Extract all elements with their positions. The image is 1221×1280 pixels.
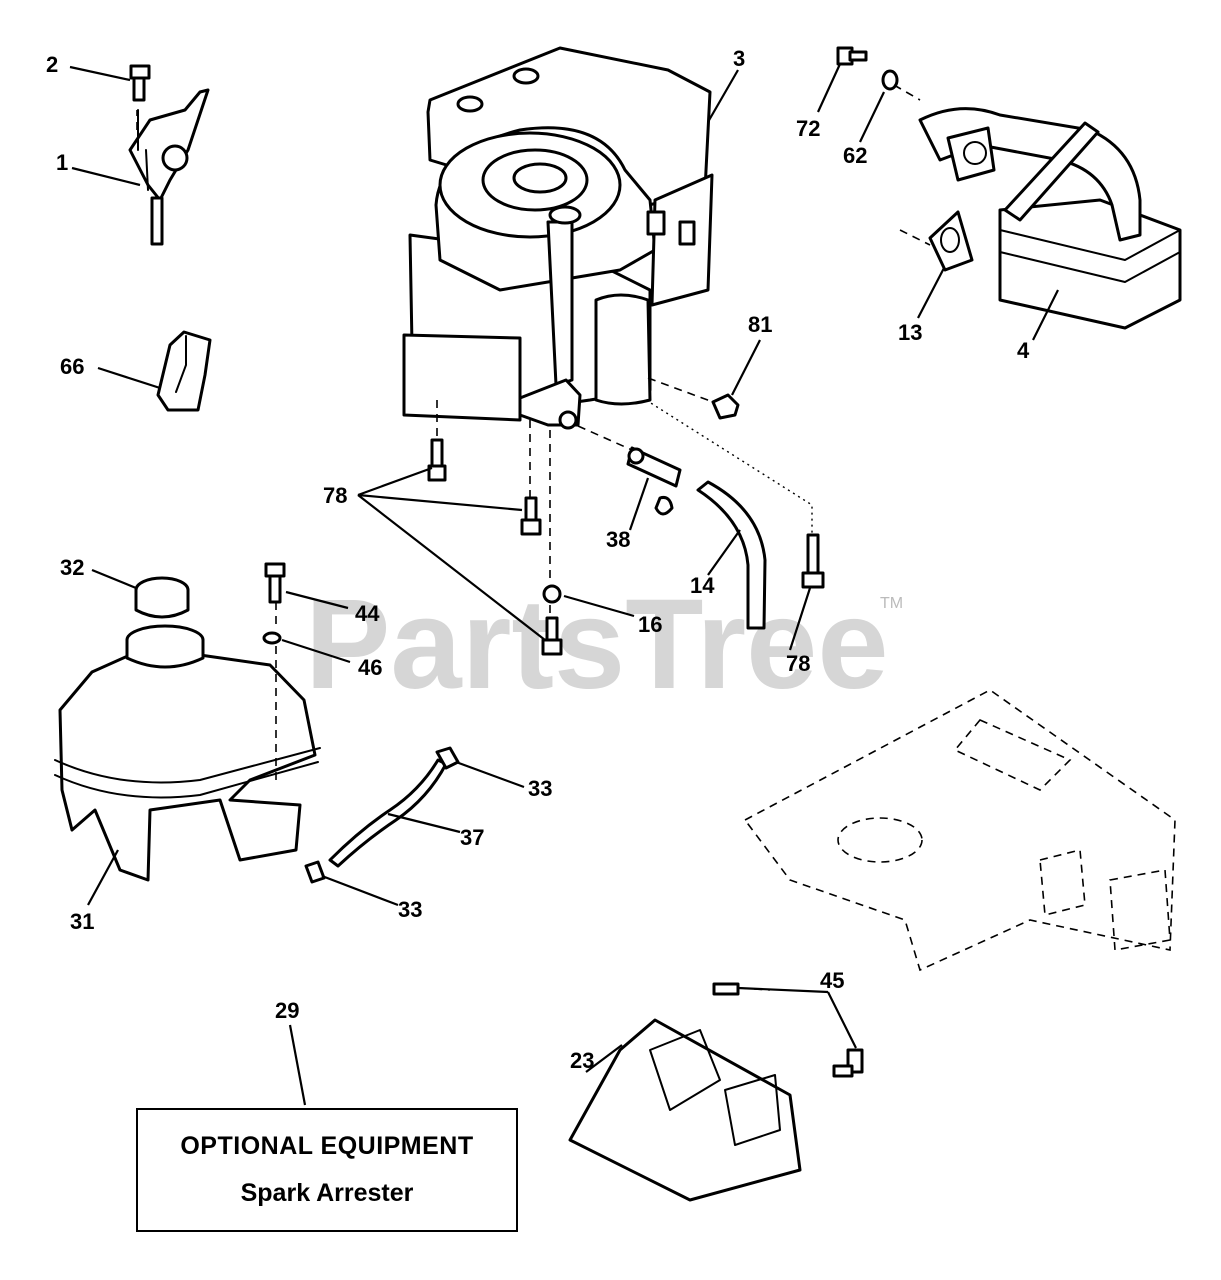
exhaust-gasket-icon[interactable]	[928, 210, 974, 272]
callout-78-group: 78	[323, 483, 347, 508]
watermark-tm: TM	[880, 595, 903, 612]
throttle-control-icon[interactable]	[128, 64, 210, 246]
fuel-filter-icon[interactable]	[626, 446, 682, 516]
callout-31: 31	[70, 909, 94, 934]
flat-washer-icon[interactable]	[262, 631, 282, 645]
engine-icon[interactable]	[402, 46, 714, 430]
callout-32: 32	[60, 555, 84, 580]
callout-2: 2	[46, 52, 58, 77]
bolt-icon[interactable]	[836, 46, 868, 66]
frame-plate-icon	[743, 689, 1176, 972]
optional-equipment-title: OPTIONAL EQUIPMENT	[180, 1132, 474, 1160]
callout-33-lower: 33	[398, 897, 422, 922]
callout-29: 29	[275, 998, 299, 1023]
watermark-text: PartsTree	[305, 573, 889, 716]
callout-16: 16	[638, 612, 662, 637]
muffler-icon[interactable]	[918, 107, 1182, 330]
tank-screw-icon[interactable]	[264, 562, 286, 604]
fuel-hose-icon[interactable]	[696, 480, 767, 630]
nut-icon[interactable]	[711, 393, 740, 420]
callout-62: 62	[843, 143, 867, 168]
dash-line	[899, 229, 931, 246]
callout-72: 72	[796, 116, 820, 141]
optional-equipment-box: OPTIONAL EQUIPMENT Spark Arrester	[136, 1108, 518, 1232]
dash-line	[577, 425, 633, 451]
callout-3: 3	[733, 46, 745, 71]
callout-33-upper: 33	[528, 776, 552, 801]
callout-1: 1	[56, 150, 68, 175]
callout-37: 37	[460, 825, 484, 850]
shield-screw-icon[interactable]	[712, 982, 864, 1078]
fuel-cap-icon[interactable]	[134, 576, 190, 619]
dot-line	[645, 399, 813, 535]
callout-44: 44	[355, 601, 380, 626]
heat-shield-icon[interactable]	[568, 1018, 802, 1202]
dash-line	[647, 377, 714, 403]
leader-lines	[69, 63, 1059, 1106]
optional-equipment-subtitle: Spark Arrester	[240, 1179, 414, 1207]
callout-23: 23	[570, 1048, 594, 1073]
callout-14: 14	[690, 573, 715, 598]
callout-45: 45	[820, 968, 844, 993]
gasket-ring-icon[interactable]	[881, 69, 899, 91]
callout-46: 46	[358, 655, 382, 680]
callout-66: 66	[60, 354, 84, 379]
lock-washer-icon[interactable]	[542, 584, 562, 604]
callout-13: 13	[898, 320, 922, 345]
callout-4: 4	[1017, 338, 1030, 363]
fuel-line-icon[interactable]	[328, 758, 448, 868]
clip-icon[interactable]	[156, 330, 212, 412]
callout-38: 38	[606, 527, 630, 552]
callout-81: 81	[748, 312, 772, 337]
dash-line	[893, 84, 921, 101]
engine-bolt-icon[interactable]	[427, 438, 825, 656]
fuel-tank-icon[interactable]	[54, 624, 321, 882]
hose-clamp-icon-lower[interactable]	[304, 860, 326, 884]
callout-78-right: 78	[786, 651, 810, 676]
